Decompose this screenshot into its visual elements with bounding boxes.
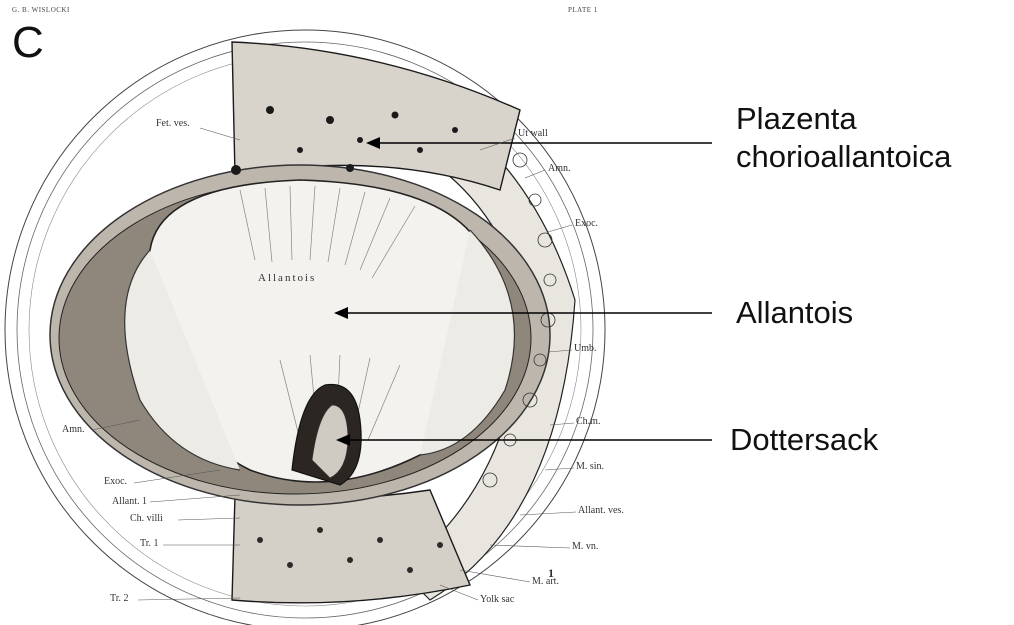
label-amn-left: Amn. bbox=[62, 424, 85, 435]
label-tr-2: Tr. 2 bbox=[110, 593, 129, 604]
label-allant-ves: Allant. ves. bbox=[578, 505, 624, 516]
label-amn-right: Amn. bbox=[548, 163, 571, 174]
dottersack-label: Dottersack bbox=[730, 421, 878, 459]
placenta-label: Plazenta chorioallantoica bbox=[736, 100, 951, 176]
label-m-vn: M. vn. bbox=[572, 541, 598, 552]
label-m-art: M. art. bbox=[532, 576, 559, 587]
label-exoc-left: Exoc. bbox=[104, 476, 127, 487]
label-allant-1: Allant. 1 bbox=[112, 496, 147, 507]
placenta-label-line-1: Plazenta bbox=[736, 100, 951, 138]
trophoblast-bottom-band bbox=[232, 490, 470, 603]
label-exoc-right: Exoc. bbox=[575, 218, 598, 229]
page-header-right: PLATE 1 bbox=[568, 6, 598, 14]
label-fet-ves: Fet. ves. bbox=[156, 118, 190, 129]
label-ch-m: Ch.m. bbox=[576, 416, 600, 427]
label-umb: Umb. bbox=[574, 343, 597, 354]
label-tr-1: Tr. 1 bbox=[140, 538, 159, 549]
page-header-left: G. B. WISLOCKI bbox=[12, 6, 70, 14]
label-figure-number: 1 bbox=[548, 566, 554, 581]
label-ch-villi: Ch. villi bbox=[130, 513, 163, 524]
label-allantois-inner: Allantois bbox=[258, 272, 316, 284]
label-m-sin: M. sin. bbox=[576, 461, 604, 472]
label-yolk-sac: Yolk sac bbox=[480, 594, 514, 605]
allantois-label: Allantois bbox=[736, 294, 853, 332]
placenta-label-line-2: chorioallantoica bbox=[736, 138, 951, 176]
label-ut-wall: Ut wall bbox=[518, 128, 548, 139]
panel-letter: C bbox=[12, 18, 44, 68]
